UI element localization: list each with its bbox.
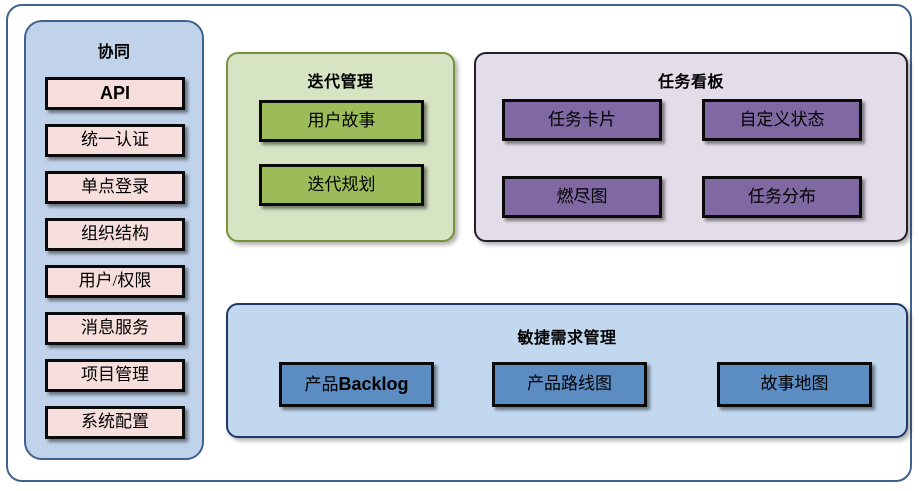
diagram-outer-frame: 协同 API 统一认证 单点登录 组织结构 用户/权限 消息服务 项目管理 系统… bbox=[6, 4, 912, 482]
node-user-permissions[interactable]: 用户/权限 bbox=[45, 265, 185, 298]
node-user-story[interactable]: 用户故事 bbox=[259, 100, 424, 142]
node-system-configuration[interactable]: 系统配置 bbox=[45, 406, 185, 439]
node-story-map[interactable]: 故事地图 bbox=[717, 362, 872, 407]
node-custom-status[interactable]: 自定义状态 bbox=[702, 99, 862, 141]
group-iteration-management[interactable]: 迭代管理 用户故事 迭代规划 bbox=[226, 52, 455, 242]
node-product-backlog[interactable]: 产品Backlog bbox=[279, 362, 434, 407]
node-iteration-planning[interactable]: 迭代规划 bbox=[259, 164, 424, 206]
group-task-board[interactable]: 任务看板 任务卡片 自定义状态 燃尽图 任务分布 bbox=[474, 52, 908, 242]
group-collaboration-title: 协同 bbox=[97, 44, 131, 61]
group-task-board-title: 任务看板 bbox=[657, 74, 724, 91]
node-single-sign-on[interactable]: 单点登录 bbox=[45, 171, 185, 204]
node-task-distribution[interactable]: 任务分布 bbox=[702, 176, 862, 218]
group-agile-requirement-management[interactable]: 敏捷需求管理 产品Backlog 产品路线图 故事地图 bbox=[226, 303, 908, 438]
group-collaboration[interactable]: 协同 API 统一认证 单点登录 组织结构 用户/权限 消息服务 项目管理 系统… bbox=[24, 20, 204, 460]
node-burndown-chart[interactable]: 燃尽图 bbox=[502, 176, 662, 218]
node-unified-auth[interactable]: 统一认证 bbox=[45, 124, 185, 157]
node-product-roadmap[interactable]: 产品路线图 bbox=[492, 362, 647, 407]
node-org-structure[interactable]: 组织结构 bbox=[45, 218, 185, 251]
group-iteration-management-title: 迭代管理 bbox=[307, 74, 374, 91]
node-product-backlog-label: 产品Backlog bbox=[304, 373, 409, 394]
node-api[interactable]: API bbox=[45, 77, 185, 110]
node-message-service[interactable]: 消息服务 bbox=[45, 312, 185, 345]
group-agile-requirement-management-title: 敏捷需求管理 bbox=[517, 330, 617, 347]
node-task-card[interactable]: 任务卡片 bbox=[502, 99, 662, 141]
node-project-management[interactable]: 项目管理 bbox=[45, 359, 185, 392]
